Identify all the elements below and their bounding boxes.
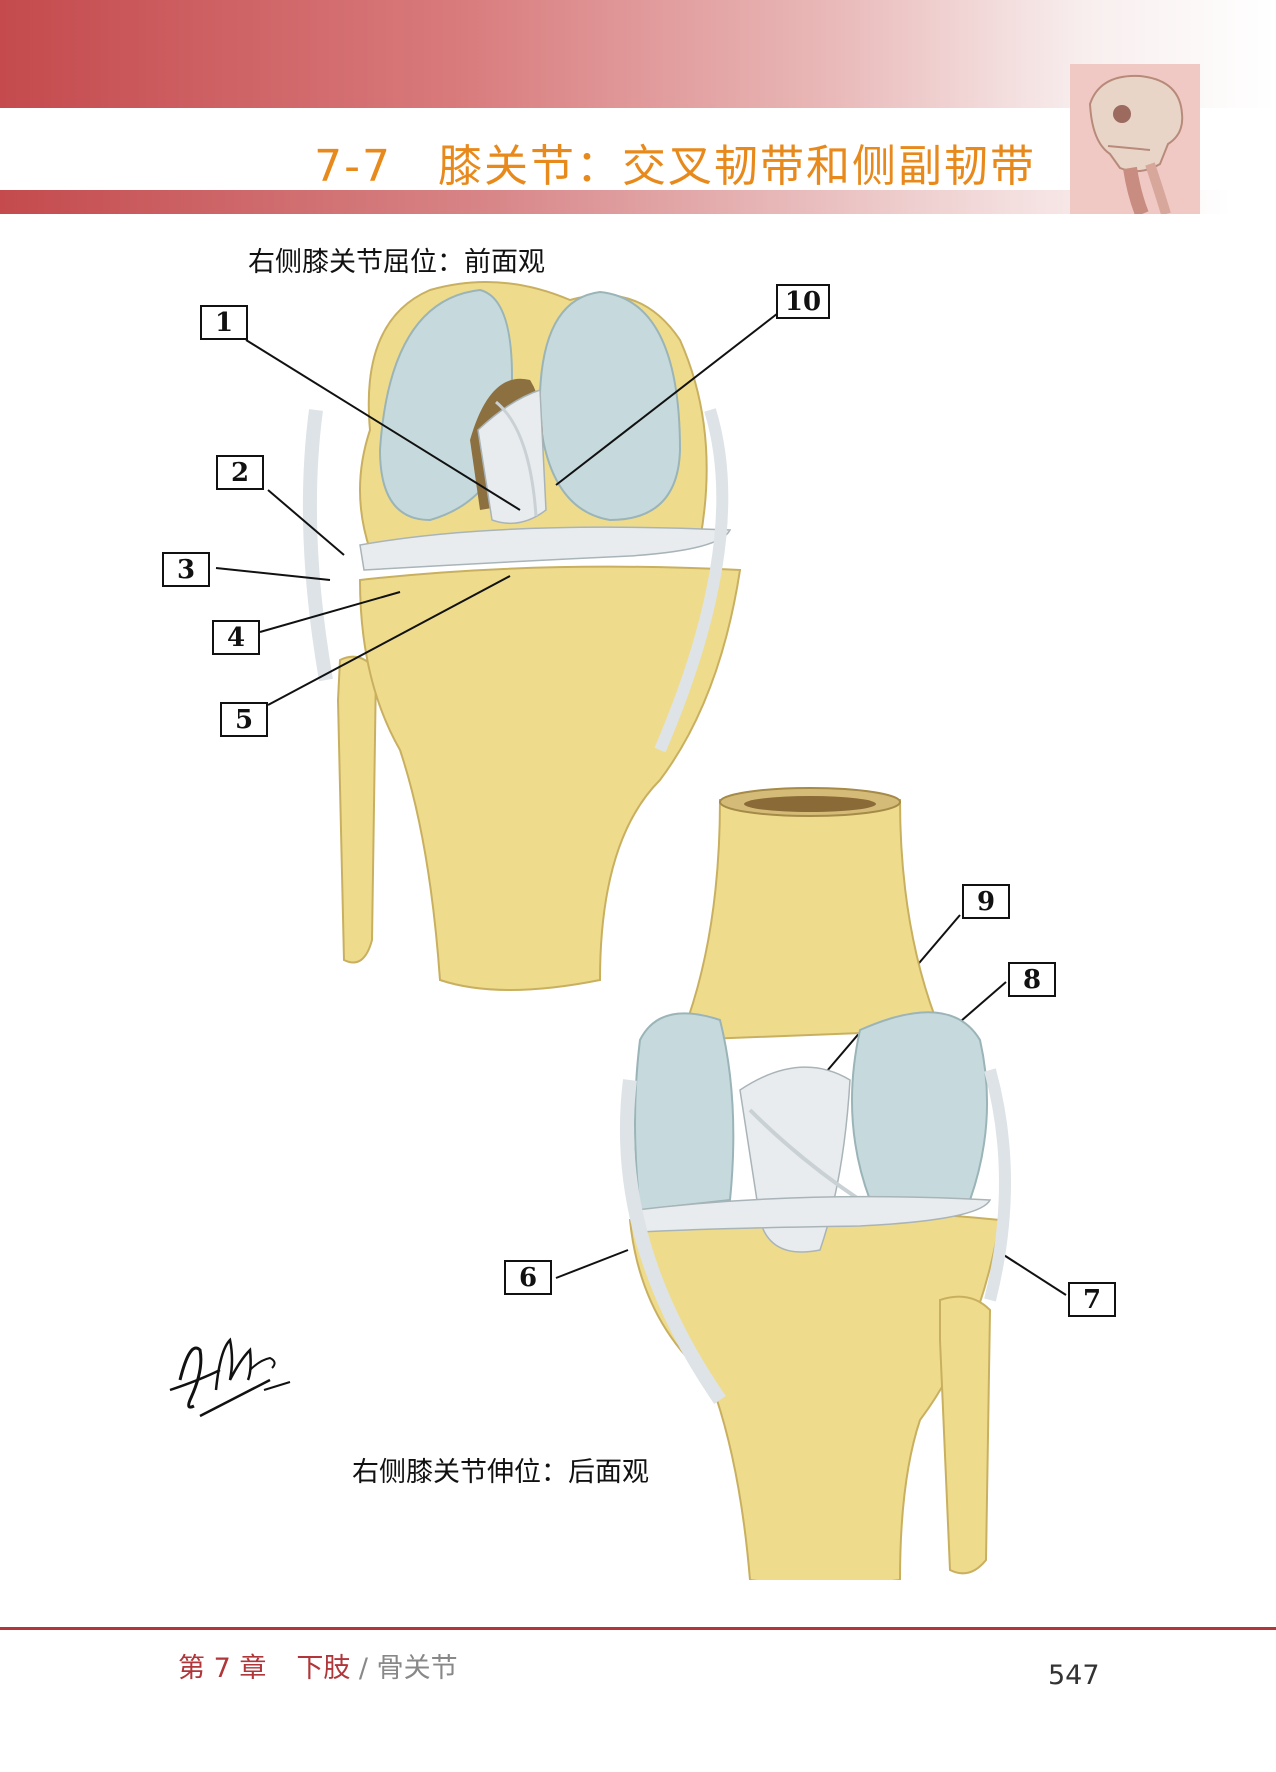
label-8: 8: [1008, 962, 1056, 997]
label-10: 10: [776, 284, 830, 319]
footer-chapter: 第 7 章: [178, 1653, 267, 1684]
header-stripe: [0, 190, 1230, 214]
page-title: 7-7 膝关节：交叉韧带和侧副韧带: [314, 141, 1036, 192]
header-band: [0, 0, 1276, 108]
footer-breadcrumb: 第 7 章下肢 / 骨关节: [178, 1646, 458, 1685]
footer-separator: /: [350, 1653, 377, 1684]
label-6: 6: [504, 1260, 552, 1295]
footer-subsection: 骨关节: [376, 1653, 458, 1684]
knee-posterior-illustration: [619, 787, 1011, 1580]
footer-rule: [0, 1627, 1276, 1630]
label-4: 4: [212, 620, 260, 655]
page-number: 547: [1048, 1660, 1100, 1691]
label-3: 3: [162, 552, 210, 587]
label-2: 2: [216, 455, 264, 490]
footer-section: 下肢: [296, 1653, 351, 1684]
artist-signature-icon: [169, 1337, 291, 1418]
top-figure-caption: 右侧膝关节屈位：前面观: [248, 247, 545, 278]
knee-anterior-illustration: [302, 281, 742, 991]
label-9: 9: [962, 884, 1010, 919]
bottom-figure-caption: 右侧膝关节伸位：后面观: [352, 1457, 649, 1488]
label-5: 5: [220, 702, 268, 737]
skull-thumbnail-icon: [1070, 64, 1200, 214]
label-1: 1: [200, 305, 248, 340]
label-7: 7: [1068, 1282, 1116, 1317]
